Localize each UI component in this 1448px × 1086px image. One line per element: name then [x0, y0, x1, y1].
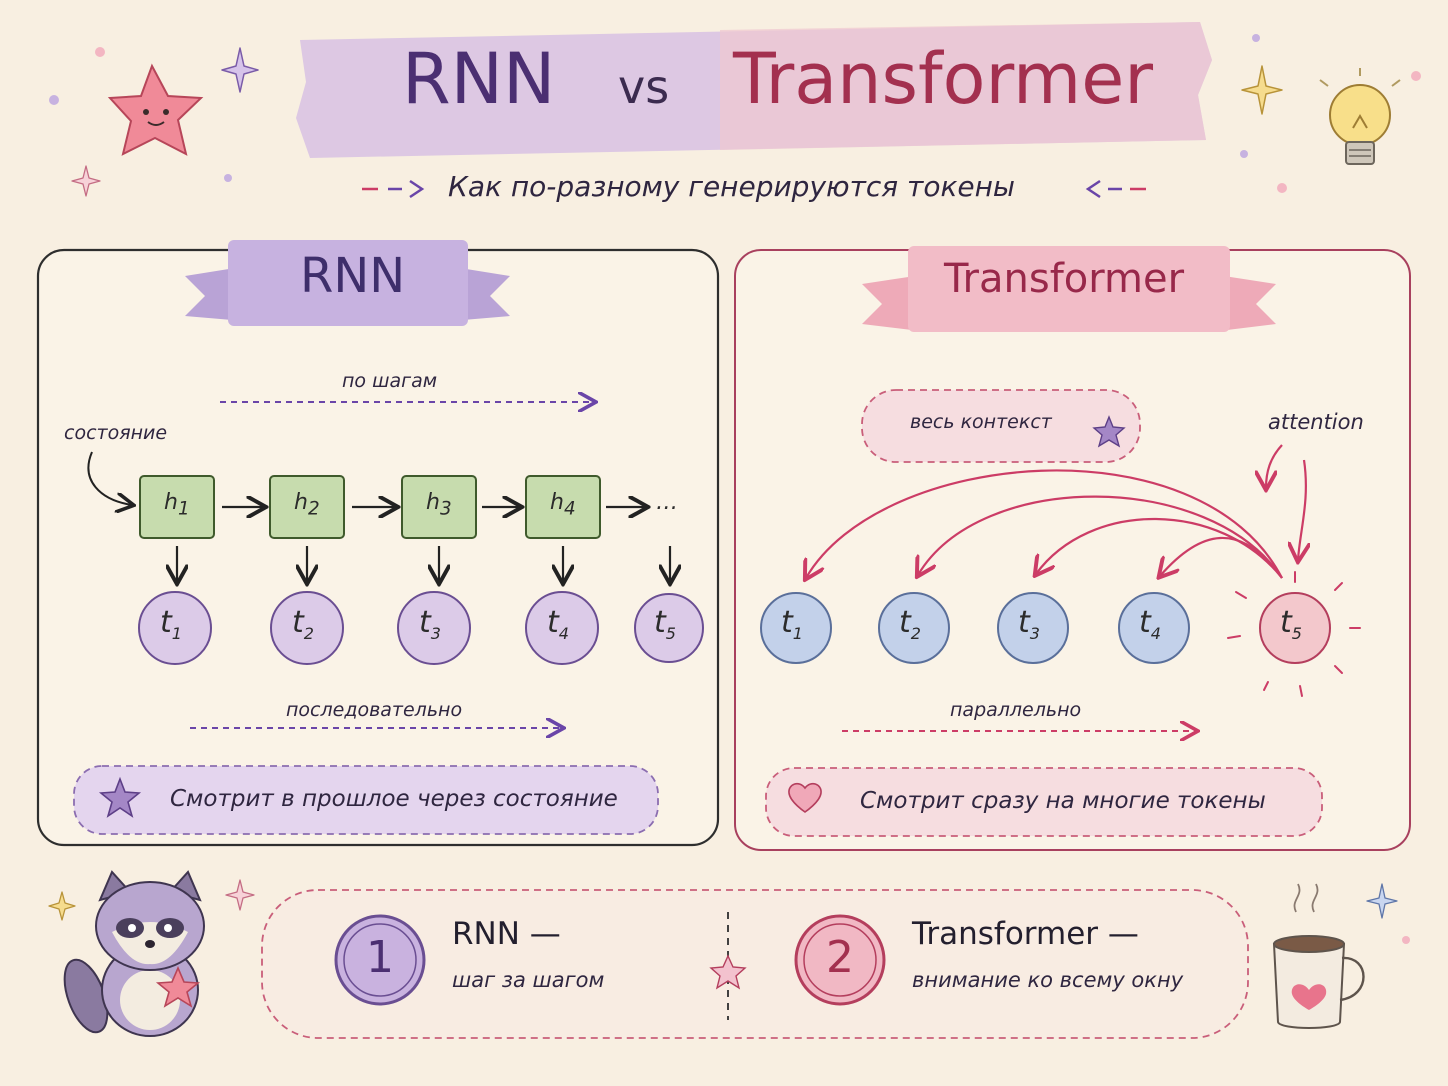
rnn-order-label: последовательно [286, 699, 463, 721]
summary-1-desc: шаг за шагом [452, 968, 605, 992]
transformer-token-circles [760, 592, 1331, 664]
hidden-state-3: h3 [426, 490, 452, 520]
summary-1-title: RNN — [452, 916, 561, 952]
rnn-token-5: t5 [654, 605, 676, 643]
coffee-mug-icon [1272, 883, 1365, 1029]
rnn-panel [36, 248, 720, 847]
transformer-ribbon-label: Transformer [944, 256, 1185, 302]
hidden-state-4: h4 [550, 490, 576, 520]
hidden-state-1: h1 [164, 490, 190, 520]
transformer-token-5: t5 [1280, 605, 1302, 643]
summary-box [261, 889, 1249, 1039]
badge-1-number: 1 [366, 932, 394, 983]
rnn-token-2: t2 [292, 605, 314, 643]
subtitle-dashes-right [1085, 179, 1146, 199]
subtitle: Как по-разному генерируются токены [448, 170, 1016, 203]
title-banner-pink [720, 22, 1212, 150]
summary-2-desc: внимание ко всему окну [912, 968, 1184, 992]
rnn-note-box [73, 765, 659, 835]
star-icon [709, 954, 747, 990]
attention-label: attention [1268, 410, 1364, 434]
transformer-token-2: t2 [899, 605, 921, 643]
badge-2-number: 2 [826, 932, 854, 983]
rnn-ribbon-label: RNN [300, 248, 406, 304]
subtitle-dashes-left [362, 179, 425, 199]
transformer-note-box [765, 767, 1323, 837]
transformer-note: Смотрит сразу на многие токены [860, 788, 1266, 814]
hidden-state-boxes [139, 475, 601, 539]
rnn-ribbon [185, 240, 510, 326]
sparkle-icon [48, 47, 1398, 921]
hidden-state-arrows [177, 507, 670, 582]
hidden-state-2: h2 [294, 490, 320, 520]
summary-2-title: Transformer — [912, 916, 1139, 952]
attention-arrows [806, 444, 1306, 578]
context-pill [861, 389, 1141, 463]
state-arrow [87, 451, 132, 505]
badge-1-circle [334, 914, 426, 1006]
rnn-token-3: t3 [419, 605, 441, 643]
t5-glow-rays [1227, 571, 1361, 697]
transformer-order-label: параллельно [950, 699, 1082, 721]
title-rnn: RNN [402, 38, 556, 120]
rnn-token-circles [138, 591, 704, 665]
rnn-note: Смотрит в прошлое через состояние [170, 786, 618, 812]
hidden-state-ellipsis: … [656, 490, 678, 515]
star-mascot-icon [107, 63, 204, 156]
rnn-step-label: по шагам [342, 370, 438, 392]
badge-2-circle [794, 914, 886, 1006]
transformer-context-label: весь контекст [910, 411, 1052, 433]
rnn-token-4: t4 [547, 605, 569, 643]
transformer-token-1: t1 [781, 605, 803, 643]
lightbulb-icon [1319, 68, 1401, 165]
rnn-token-1: t1 [160, 605, 182, 643]
star-icon [98, 776, 142, 818]
title-vs: vs [618, 60, 670, 114]
decor-dots [49, 34, 1421, 944]
transformer-token-3: t3 [1018, 605, 1040, 643]
heart-icon [788, 782, 822, 813]
star-icon [1092, 415, 1126, 448]
rnn-state-label: состояние [64, 422, 168, 444]
transformer-token-4: t4 [1139, 605, 1161, 643]
transformer-ribbon [862, 246, 1276, 332]
raccoon-icon [63, 870, 205, 1037]
title-transformer: Transformer [733, 38, 1154, 120]
transformer-panel [734, 249, 1411, 851]
